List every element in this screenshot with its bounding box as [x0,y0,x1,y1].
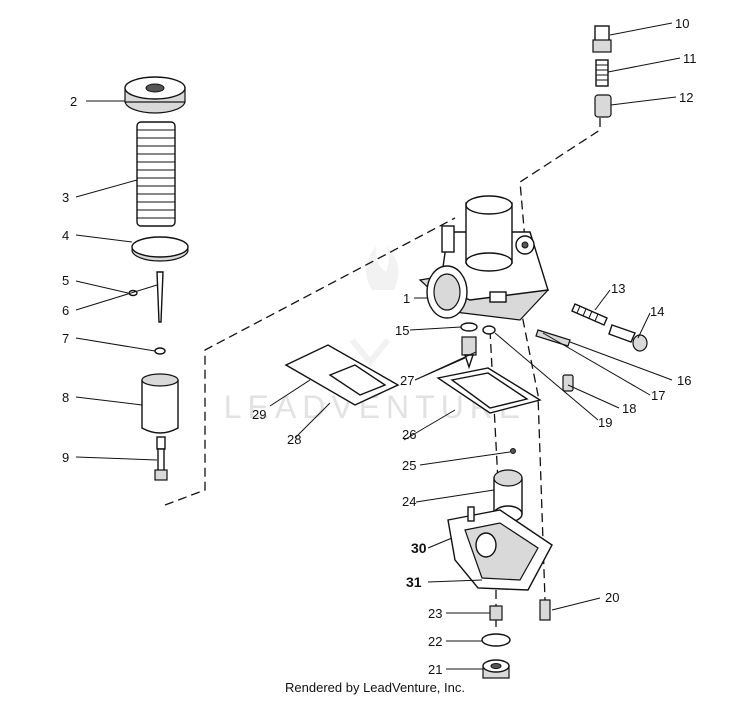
callout-13: 13 [611,281,625,296]
part-1-carburetor-body [418,195,550,321]
callout-10: 10 [675,16,689,31]
part-25-pin [510,448,516,454]
leader-lines [75,22,681,670]
part-10-fitting [592,25,612,53]
watermark-logo [349,246,399,367]
part-7-washer [154,347,166,355]
part-28-29-gasket [284,344,400,406]
callout-labels: 2 3 4 5 6 7 8 9 10 11 12 1 13 14 15 16 1… [62,16,697,677]
callout-19: 19 [598,415,612,430]
callout-14: 14 [650,304,664,319]
callout-6: 6 [62,303,69,318]
part-21-drain-plug [482,659,510,679]
callout-18: 18 [622,401,636,416]
callout-9: 9 [62,450,69,465]
part-22-oring [481,633,511,647]
callout-15: 15 [395,323,409,338]
part-26-gasket [436,367,542,414]
part-4-plate [131,236,189,262]
part-11-spring [595,59,609,87]
part-16-screw [535,329,571,347]
part-24-float [493,469,523,523]
callout-30: 30 [411,540,427,556]
part-27-jet [461,336,477,370]
callout-25: 25 [402,458,416,473]
part-23-jet [489,605,503,621]
part-8-throttle-valve [141,373,179,434]
part-9-needle-jet [154,436,168,481]
callout-5: 5 [62,273,69,288]
part-20-screw [539,599,551,621]
part-19-oring [482,325,496,335]
callout-21: 21 [428,662,442,677]
part-12-cap [594,94,612,118]
callout-1: 1 [403,291,410,306]
part-14-screw [608,324,648,352]
callout-26: 26 [402,427,416,442]
callout-31: 31 [406,574,422,590]
footer-credit: Rendered by LeadVenture, Inc. [285,680,465,695]
part-2-cap [124,76,186,114]
part-18-jet [562,374,574,392]
part-13-spring [571,303,608,326]
callout-2: 2 [70,94,77,109]
callout-11: 11 [683,51,697,66]
callout-27: 27 [400,373,414,388]
callout-22: 22 [428,634,442,649]
callout-28: 28 [287,432,301,447]
callout-12: 12 [679,90,693,105]
callout-7: 7 [62,331,69,346]
part-3-spring [136,121,176,227]
part-15-washer [460,322,478,332]
callout-8: 8 [62,390,69,405]
part-30-float-bowl [447,506,553,591]
callout-4: 4 [62,228,69,243]
callout-29: 29 [252,407,266,422]
part-6-needle [156,271,164,323]
callout-17: 17 [651,388,665,403]
callout-20: 20 [605,590,619,605]
callout-3: 3 [62,190,69,205]
callout-16: 16 [677,373,691,388]
callout-24: 24 [402,494,416,509]
callout-23: 23 [428,606,442,621]
